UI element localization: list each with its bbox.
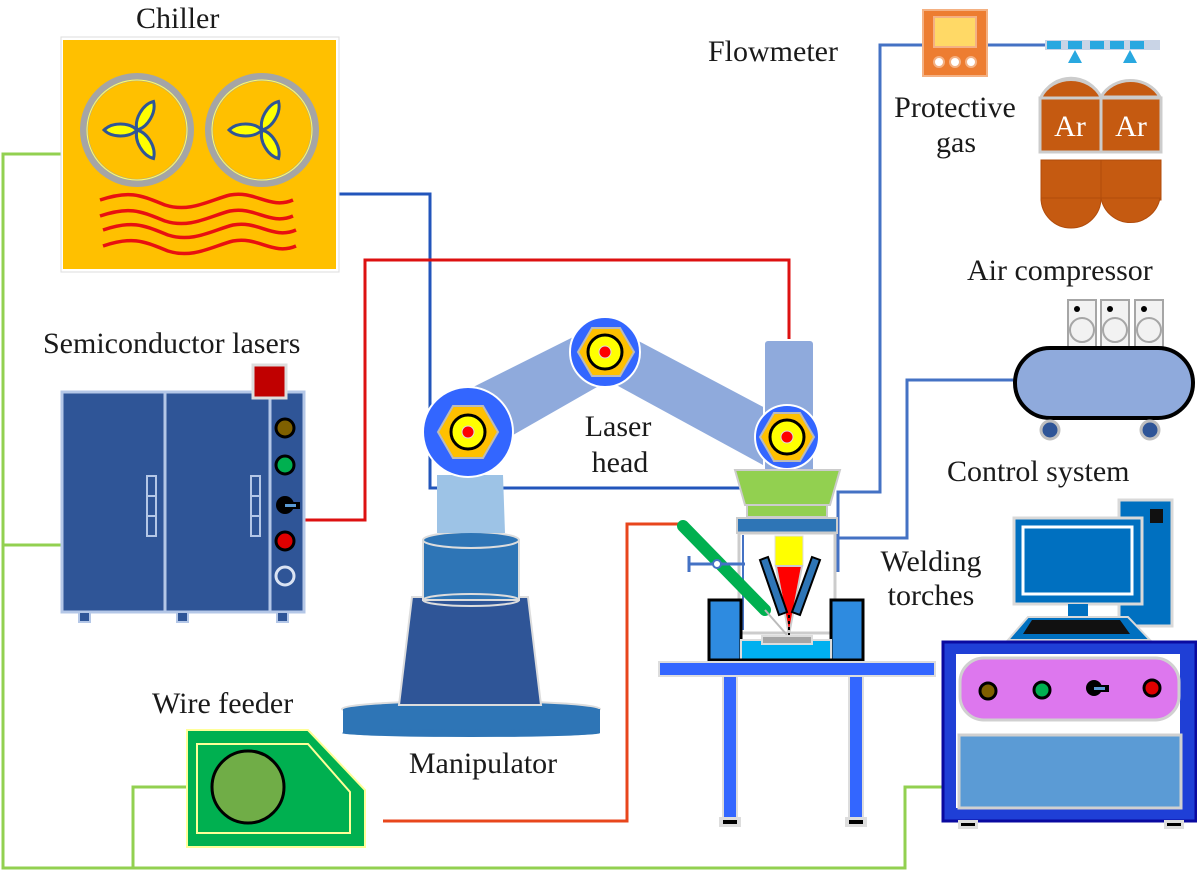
joint-icon	[422, 386, 514, 478]
indicator-light-red	[274, 530, 296, 552]
chiller	[60, 36, 340, 273]
fan-icon	[80, 73, 194, 187]
control-line-main	[1, 152, 945, 870]
welding-head	[677, 469, 865, 662]
flowmeter-label: Flowmeter	[708, 35, 838, 68]
welding-torches-label-line1: Welding	[881, 545, 982, 578]
ar-cylinder-left: Ar	[1038, 76, 1103, 229]
laser-fiber-line	[303, 258, 791, 522]
wheel-icon	[1139, 419, 1161, 441]
door-handle-icon	[146, 475, 261, 537]
control-line-wirefeeder	[131, 785, 190, 868]
protective-gas-label-line1: Protective	[894, 91, 1016, 124]
workpiece	[761, 635, 813, 645]
control-panel	[958, 656, 1181, 722]
wire-line	[383, 522, 683, 823]
laser-optics	[774, 535, 804, 567]
air-compressor-label: Air compressor	[967, 254, 1153, 287]
manipulator-label: Manipulator	[409, 747, 557, 780]
control-system-label: Control system	[947, 455, 1130, 488]
indicator-light-green	[1032, 680, 1052, 700]
wire-feeder	[186, 729, 366, 848]
laser-head-label-line2: head	[592, 446, 649, 479]
wire-feeder-label: Wire feeder	[152, 687, 293, 720]
fan-icon	[205, 73, 319, 187]
indicator-light-red	[1142, 678, 1162, 698]
wire-nozzle	[677, 520, 771, 616]
manipulator	[341, 316, 820, 737]
protective-gas-label-line2: gas	[936, 126, 976, 159]
cabinet-feet	[78, 611, 289, 623]
flowmeter	[922, 9, 988, 77]
key-switch-icon	[276, 496, 300, 514]
heat-wave-icon	[99, 192, 297, 256]
control-system	[941, 498, 1197, 829]
laser-head-label-line1: Laser	[585, 410, 652, 443]
emergency-stop-button	[251, 363, 288, 400]
wheel-icon	[1039, 419, 1061, 441]
ar-cylinder-right: Ar	[1098, 78, 1163, 223]
semiconductor-lasers-cabinet	[60, 363, 306, 623]
compressor-head-icon	[1067, 299, 1164, 349]
water-line	[337, 192, 745, 490]
gas-line	[836, 43, 923, 572]
semiconductor-lasers-label: Semiconductor lasers	[43, 327, 300, 360]
cylinder-label-left: Ar	[1054, 110, 1086, 143]
welding-torches-label-line2: torches	[888, 579, 975, 612]
gas-cylinders: Ar Ar	[1038, 40, 1163, 229]
wire-spool-icon	[210, 749, 286, 825]
joint-icon	[569, 316, 641, 388]
torch-icon	[758, 555, 822, 617]
indicator-light-brown	[978, 681, 998, 701]
chiller-label: Chiller	[136, 2, 219, 35]
air-compressor	[1013, 299, 1195, 441]
cylinder-label-right: Ar	[1115, 110, 1147, 143]
indicator-light-green	[274, 454, 296, 476]
power-button-icon	[274, 565, 296, 587]
joint-icon	[754, 404, 820, 470]
control-lines	[1, 152, 945, 870]
key-switch-icon	[1086, 680, 1109, 696]
air-line	[838, 378, 1015, 540]
worktable	[658, 661, 936, 827]
indicator-light-brown	[274, 417, 296, 439]
